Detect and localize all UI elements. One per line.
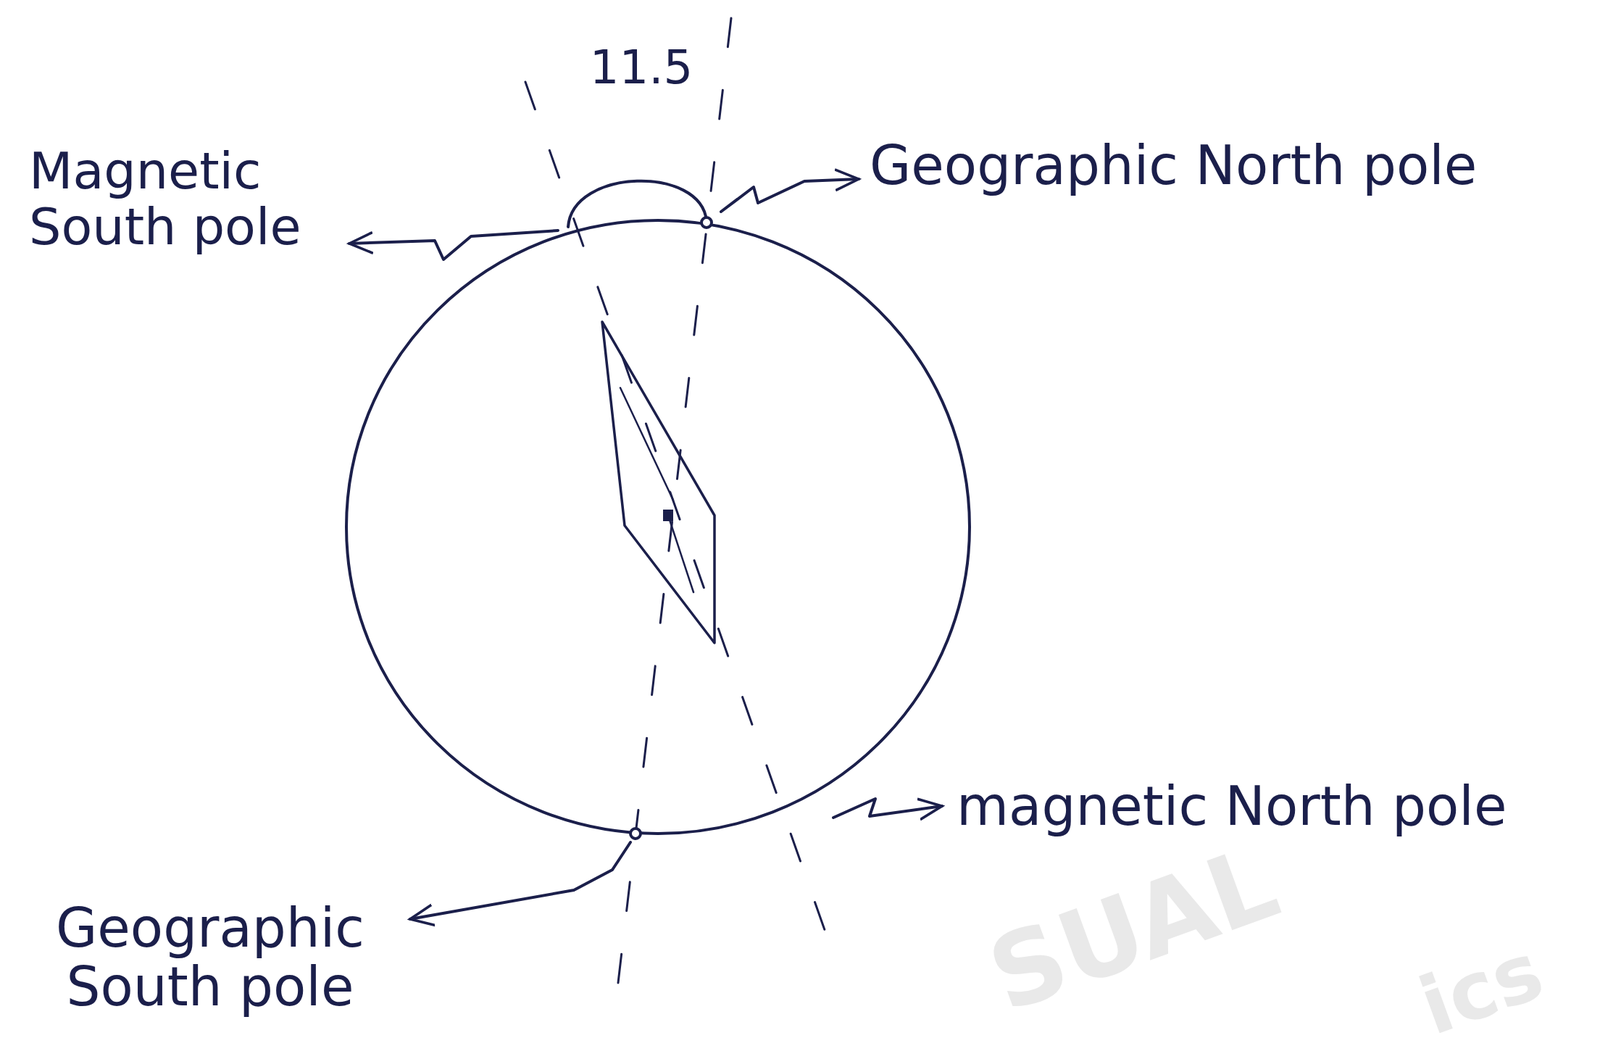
pole-label: Geographic South pole — [28, 898, 392, 1017]
needle-inner-line — [620, 387, 674, 500]
pole-label: Magnetic South pole — [28, 143, 334, 256]
watermark: SUAL — [973, 822, 1293, 1035]
needle-pivot — [663, 509, 674, 522]
needle-inner-line — [668, 515, 694, 593]
pole-label: Geographic North pole — [869, 136, 1477, 195]
pole-label: magnetic North pole — [956, 776, 1507, 836]
geographic-axis — [616, 18, 732, 995]
leader-arrow — [721, 178, 859, 212]
magnetic-axis — [525, 81, 837, 965]
angle-arc — [568, 181, 707, 227]
leader-arrow — [833, 798, 943, 818]
compass-needle — [602, 321, 715, 643]
leader-arrow — [410, 842, 631, 919]
pole-dot — [701, 217, 712, 228]
watermark: ics — [1407, 923, 1555, 1053]
pole-dot — [630, 828, 641, 839]
angle-value: 11.5 — [579, 42, 703, 93]
earth-circle — [346, 220, 970, 834]
leader-arrow — [349, 230, 558, 260]
